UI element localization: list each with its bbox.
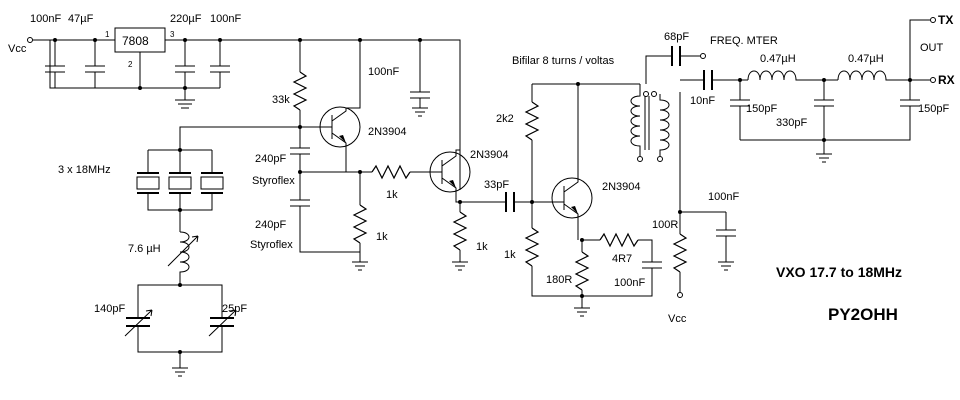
capacitor-33pf <box>505 192 515 212</box>
resistor-180r <box>574 251 590 291</box>
resistor-base-low-1k <box>524 227 540 267</box>
c-out-couple-label: 10nF <box>690 95 715 107</box>
diagram-title: VXO 17.7 to 18MHz <box>776 264 902 280</box>
resistor-100r <box>672 233 688 273</box>
r-emit-label: 180R <box>546 274 572 286</box>
vcc-input-terminal <box>27 37 33 43</box>
rx-terminal <box>930 77 936 83</box>
c-pi1-label: 150pF <box>746 103 777 115</box>
c-in2-label: 47µF <box>68 13 94 25</box>
oscillator-stage: 33k 2N3904 100nF 240pF Styroflex 240pF S… <box>179 40 436 271</box>
r-bias-label: 33k <box>272 94 290 106</box>
variable-inductor-arrow <box>167 235 199 267</box>
c-fb1-label: 240pF <box>255 153 286 165</box>
r-b2-label: 1k <box>386 189 398 201</box>
resistor-b2-1k <box>371 164 411 180</box>
resistor-e1-1k <box>352 204 368 244</box>
regulator-label: 7808 <box>122 34 149 48</box>
l2-label: 0.47µH <box>848 53 884 65</box>
regulator-pin3: 3 <box>170 30 175 39</box>
c-fb1-type: Styroflex <box>252 175 295 187</box>
out-label: OUT <box>920 42 944 54</box>
buffer-stage: 2N3904 1k 33pF <box>429 40 560 271</box>
crystal-network: 3 x 18MHz 7.6 µH 140pF 25pF <box>58 148 247 377</box>
regulator-pin1: 1 <box>105 30 110 39</box>
r-damp-label: 4R7 <box>612 253 632 265</box>
c-out2-label: 100nF <box>210 13 241 25</box>
freq-meter-terminal <box>700 53 706 59</box>
transistor-q2 <box>429 151 471 193</box>
resistor-4r7 <box>599 232 639 248</box>
rx-label: RX <box>938 73 955 87</box>
inductor-label: 7.6 µH <box>128 243 161 255</box>
capacitor-68pf <box>671 46 681 66</box>
resistor-e2-1k <box>452 211 468 251</box>
r-col-label: 2k2 <box>496 113 514 125</box>
crystal-2 <box>168 176 192 190</box>
transformer-core <box>644 96 650 150</box>
vcc-input-label: Vcc <box>8 43 27 55</box>
crystal-3 <box>200 176 224 190</box>
resistor-2k2 <box>524 101 540 141</box>
c-emit-label: 100nF <box>614 277 645 289</box>
c-fb2-type: Styroflex <box>250 239 293 251</box>
power-supply: Vcc 100nF 47µF 7808 1 2 3 220µF 100nF <box>8 13 461 190</box>
c-pi2-label: 330pF <box>776 117 807 129</box>
r-feed-label: 100R <box>652 219 678 231</box>
output-network: Bifilar 8 turns / voltas 68pF FREQ. MTER… <box>512 13 955 325</box>
capacitor-10nf <box>703 70 713 90</box>
ground-symbol <box>175 88 195 109</box>
r-base-low-label: 1k <box>504 249 516 261</box>
amplifier-stage: 2k2 1k 2N3904 180R 4R7 100nF <box>496 82 662 317</box>
transformer-label: Bifilar 8 turns / voltas <box>512 55 615 67</box>
regulator-pin2: 2 <box>128 60 133 69</box>
c-in1-label: 100nF <box>30 13 61 25</box>
inductor-l2 <box>837 70 910 81</box>
q1-label: 2N3904 <box>368 126 407 138</box>
r-e2-label: 1k <box>476 241 488 253</box>
r-e1-label: 1k <box>376 231 388 243</box>
c-out1-label: 220µF <box>170 13 202 25</box>
c-pi3-label: 150pF <box>918 103 949 115</box>
c-feed-label: 100nF <box>708 191 739 203</box>
c-dec1-label: 100nF <box>368 66 399 78</box>
tx-label: TX <box>938 13 953 27</box>
tx-terminal <box>930 17 936 23</box>
vc1-label: 140pF <box>94 303 125 315</box>
inductor-l1 <box>747 70 838 81</box>
c-fb2-label: 240pF <box>255 219 286 231</box>
l1-label: 0.47µH <box>760 53 796 65</box>
q2-label: 2N3904 <box>470 149 509 161</box>
q3-label: 2N3904 <box>602 181 641 193</box>
c-meter-label: 68pF <box>664 31 689 43</box>
freq-meter-label: FREQ. MTER <box>710 35 778 47</box>
resistor-33k <box>292 71 308 111</box>
crystals-label: 3 x 18MHz <box>58 164 111 176</box>
vcc-feed-terminal <box>677 292 683 298</box>
transistor-q3 <box>551 177 593 219</box>
callsign: PY2OHH <box>828 305 898 324</box>
c-couple-label: 33pF <box>484 179 509 191</box>
vc2-label: 25pF <box>222 303 247 315</box>
vcc-feed-label: Vcc <box>668 313 687 325</box>
crystal-1 <box>136 176 160 190</box>
